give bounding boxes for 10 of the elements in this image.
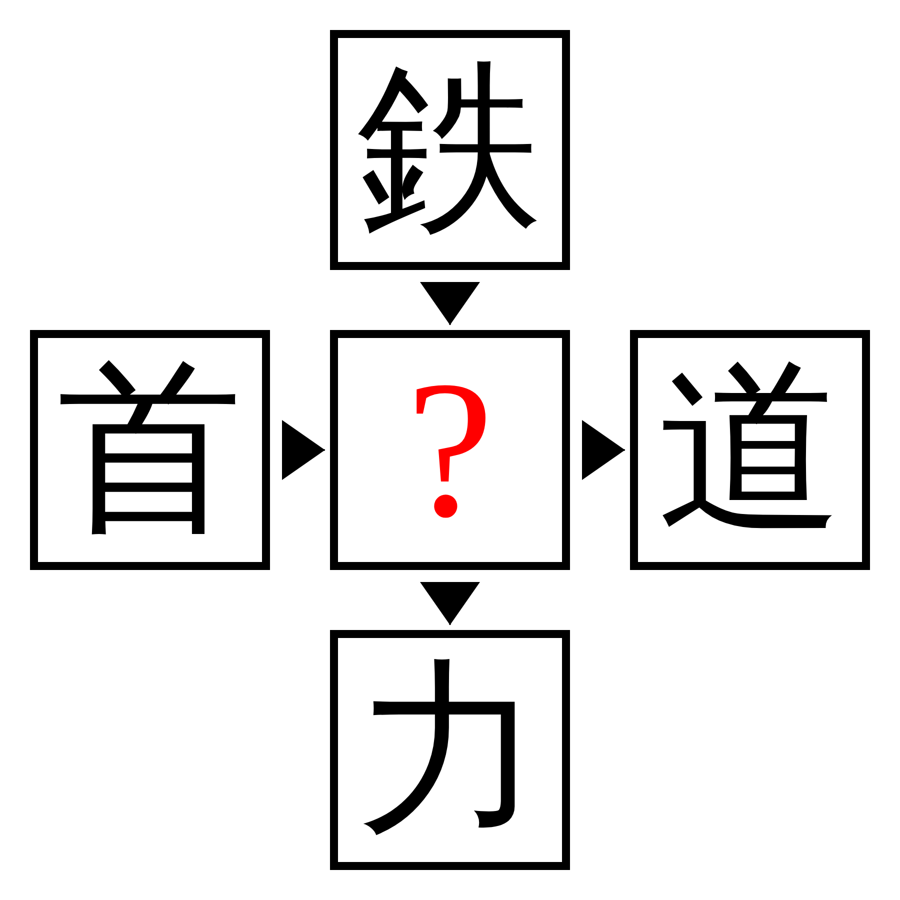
character-box [330,630,570,870]
character-box [30,330,270,570]
character-box [330,30,570,270]
character-box [330,330,570,570]
kanji-character: 道 [657,357,843,543]
kanji-character: 力 [357,657,543,843]
character-box [630,330,870,570]
kanji-character: 鉄 [357,57,543,243]
question-mark: ? [406,352,494,548]
kanji-character: 首 [57,357,243,543]
